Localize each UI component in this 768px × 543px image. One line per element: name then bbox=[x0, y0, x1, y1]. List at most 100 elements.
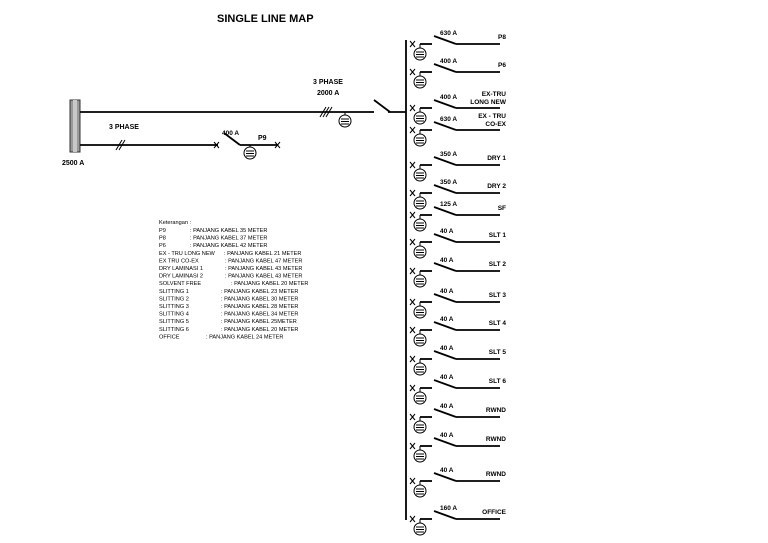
feeder-name: OFFICE bbox=[482, 509, 506, 516]
note-row: P9 : PANJANG KABEL 35 METER bbox=[159, 228, 267, 234]
note-name: DRY LAMINASI 2 bbox=[159, 274, 203, 280]
side-feed-line bbox=[80, 132, 278, 146]
note-row: SLITTING 3: PANJANG KABEL 28 METER bbox=[159, 304, 298, 310]
note-name: SLITTING 6 bbox=[159, 327, 189, 333]
breaker-blade bbox=[433, 35, 457, 45]
note-name: SLITTING 3 bbox=[159, 304, 189, 310]
feeder-breaker-rating: 400 A bbox=[440, 58, 457, 65]
breaker-blade bbox=[433, 184, 457, 194]
feeder-meter bbox=[413, 481, 427, 498]
note-name: SLITTING 1 bbox=[159, 289, 189, 295]
main-feed-phase-marker bbox=[319, 106, 333, 118]
note-row: DRY LAMINASI 1: PANJANG KABEL 43 METER bbox=[159, 266, 302, 272]
note-name: P9 bbox=[159, 228, 166, 234]
note-value: : PANJANG KABEL 24 METER bbox=[206, 334, 283, 340]
note-row: SLITTING 2: PANJANG KABEL 30 METER bbox=[159, 296, 298, 302]
note-row: EX - TRU LONG NEW: PANJANG KABEL 21 METE… bbox=[159, 251, 301, 257]
feeder-name: DRY 2 bbox=[487, 183, 506, 190]
note-row: P6: PANJANG KABEL 42 METER bbox=[159, 243, 267, 249]
main-feed-phase-label: 3 PHASE bbox=[313, 79, 343, 86]
feeder-name: P8 bbox=[498, 34, 506, 41]
feeder-meter bbox=[413, 165, 427, 182]
feeder-name: CO-EX bbox=[485, 121, 506, 128]
breaker-x-marker bbox=[409, 355, 416, 363]
note-value: : PANJANG KABEL 37 METER bbox=[190, 236, 267, 242]
breaker-x-marker bbox=[409, 326, 416, 334]
diagram-title: SINGLE LINE MAP bbox=[217, 13, 314, 25]
feeder-name: EX - TRU bbox=[478, 113, 506, 120]
feeder-7: 125 ASF bbox=[409, 201, 506, 232]
note-row: DRY LAMINASI 2: PANJANG KABEL 43 METER bbox=[159, 274, 302, 280]
side-feed-phase-marker bbox=[115, 139, 126, 151]
note-name: P8 bbox=[159, 236, 166, 242]
notes-block: Keterangan : P9: PANJANG KABEL 35 METERP… bbox=[159, 220, 308, 340]
feeder-meter bbox=[413, 271, 427, 288]
feeder-name: SLT 5 bbox=[489, 349, 507, 356]
breaker-blade bbox=[433, 408, 457, 418]
note-value: : PANJANG KABEL 35 METER bbox=[190, 228, 267, 234]
breaker-x-marker bbox=[409, 477, 416, 485]
breaker-blade bbox=[433, 350, 457, 360]
feeder-breaker-rating: 40 A bbox=[440, 228, 454, 235]
feeder-1: 630 A P8 bbox=[409, 30, 506, 61]
note-name: SOLVENT FREE bbox=[159, 281, 201, 287]
main-feed-meter bbox=[338, 112, 352, 128]
feeder-meter bbox=[413, 72, 427, 89]
feeder-2: 400 AP6 bbox=[409, 58, 506, 89]
breaker-x-marker bbox=[409, 68, 416, 76]
feeder-name: SLT 1 bbox=[489, 232, 507, 239]
note-value: : PANJANG KABEL 43 METER bbox=[225, 266, 302, 272]
feeder-meter bbox=[413, 108, 427, 125]
side-feed-breaker-rating: 400 A bbox=[222, 130, 239, 137]
note-name: SLITTING 4 bbox=[159, 312, 189, 318]
breaker-x-marker bbox=[409, 104, 416, 112]
feeder-name: SLT 3 bbox=[489, 292, 507, 299]
feeder-breaker-rating: 630 A bbox=[440, 30, 457, 37]
breaker-x-marker bbox=[409, 298, 416, 306]
feeder-name: SLT 2 bbox=[489, 261, 507, 268]
feeder-breaker-rating: 400 A bbox=[440, 94, 457, 101]
breaker-blade bbox=[433, 99, 457, 109]
note-value: : PANJANG KABEL 47 METER bbox=[225, 258, 302, 264]
note-name: EX TRU CO-EX bbox=[159, 258, 199, 264]
note-row: SLITTING 6: PANJANG KABEL 20 METER bbox=[159, 327, 298, 333]
feeder-breaker-rating: 40 A bbox=[440, 316, 454, 323]
breaker-x-marker bbox=[409, 211, 416, 219]
note-row: SOLVENT FREE: PANJANG KABEL 20 METER bbox=[159, 281, 308, 287]
note-name: P6 bbox=[159, 243, 166, 249]
main-feed-line bbox=[80, 99, 406, 113]
breaker-x-marker bbox=[409, 40, 416, 48]
feeder-meter bbox=[413, 330, 427, 347]
feeder-meter bbox=[413, 446, 427, 463]
feeder-breaker-rating: 40 A bbox=[440, 257, 454, 264]
feeder-9: 40 A SLT 2 bbox=[409, 257, 507, 288]
feeder-name: DRY 1 bbox=[487, 155, 506, 162]
note-name: OFFICE bbox=[159, 334, 180, 340]
breaker-blade bbox=[433, 63, 457, 73]
side-feed-end-x bbox=[274, 141, 281, 149]
note-name: SLITTING 2 bbox=[159, 296, 189, 302]
feeder-breaker-rating: 40 A bbox=[440, 374, 454, 381]
main-feed-rating: 2000 A bbox=[317, 90, 339, 97]
feeder-name: LONG NEW bbox=[470, 99, 507, 106]
feeder-meter bbox=[413, 215, 427, 232]
breaker-blade bbox=[433, 321, 457, 331]
side-feed-name: P9 bbox=[258, 135, 267, 142]
breaker-blade bbox=[433, 262, 457, 272]
side-feed-phase-label: 3 PHASE bbox=[109, 124, 139, 131]
feeder-name: RWND bbox=[486, 471, 506, 478]
breaker-x-marker bbox=[409, 161, 416, 169]
breaker-x-marker bbox=[409, 413, 416, 421]
feeder-name: EX-TRU bbox=[482, 91, 507, 98]
